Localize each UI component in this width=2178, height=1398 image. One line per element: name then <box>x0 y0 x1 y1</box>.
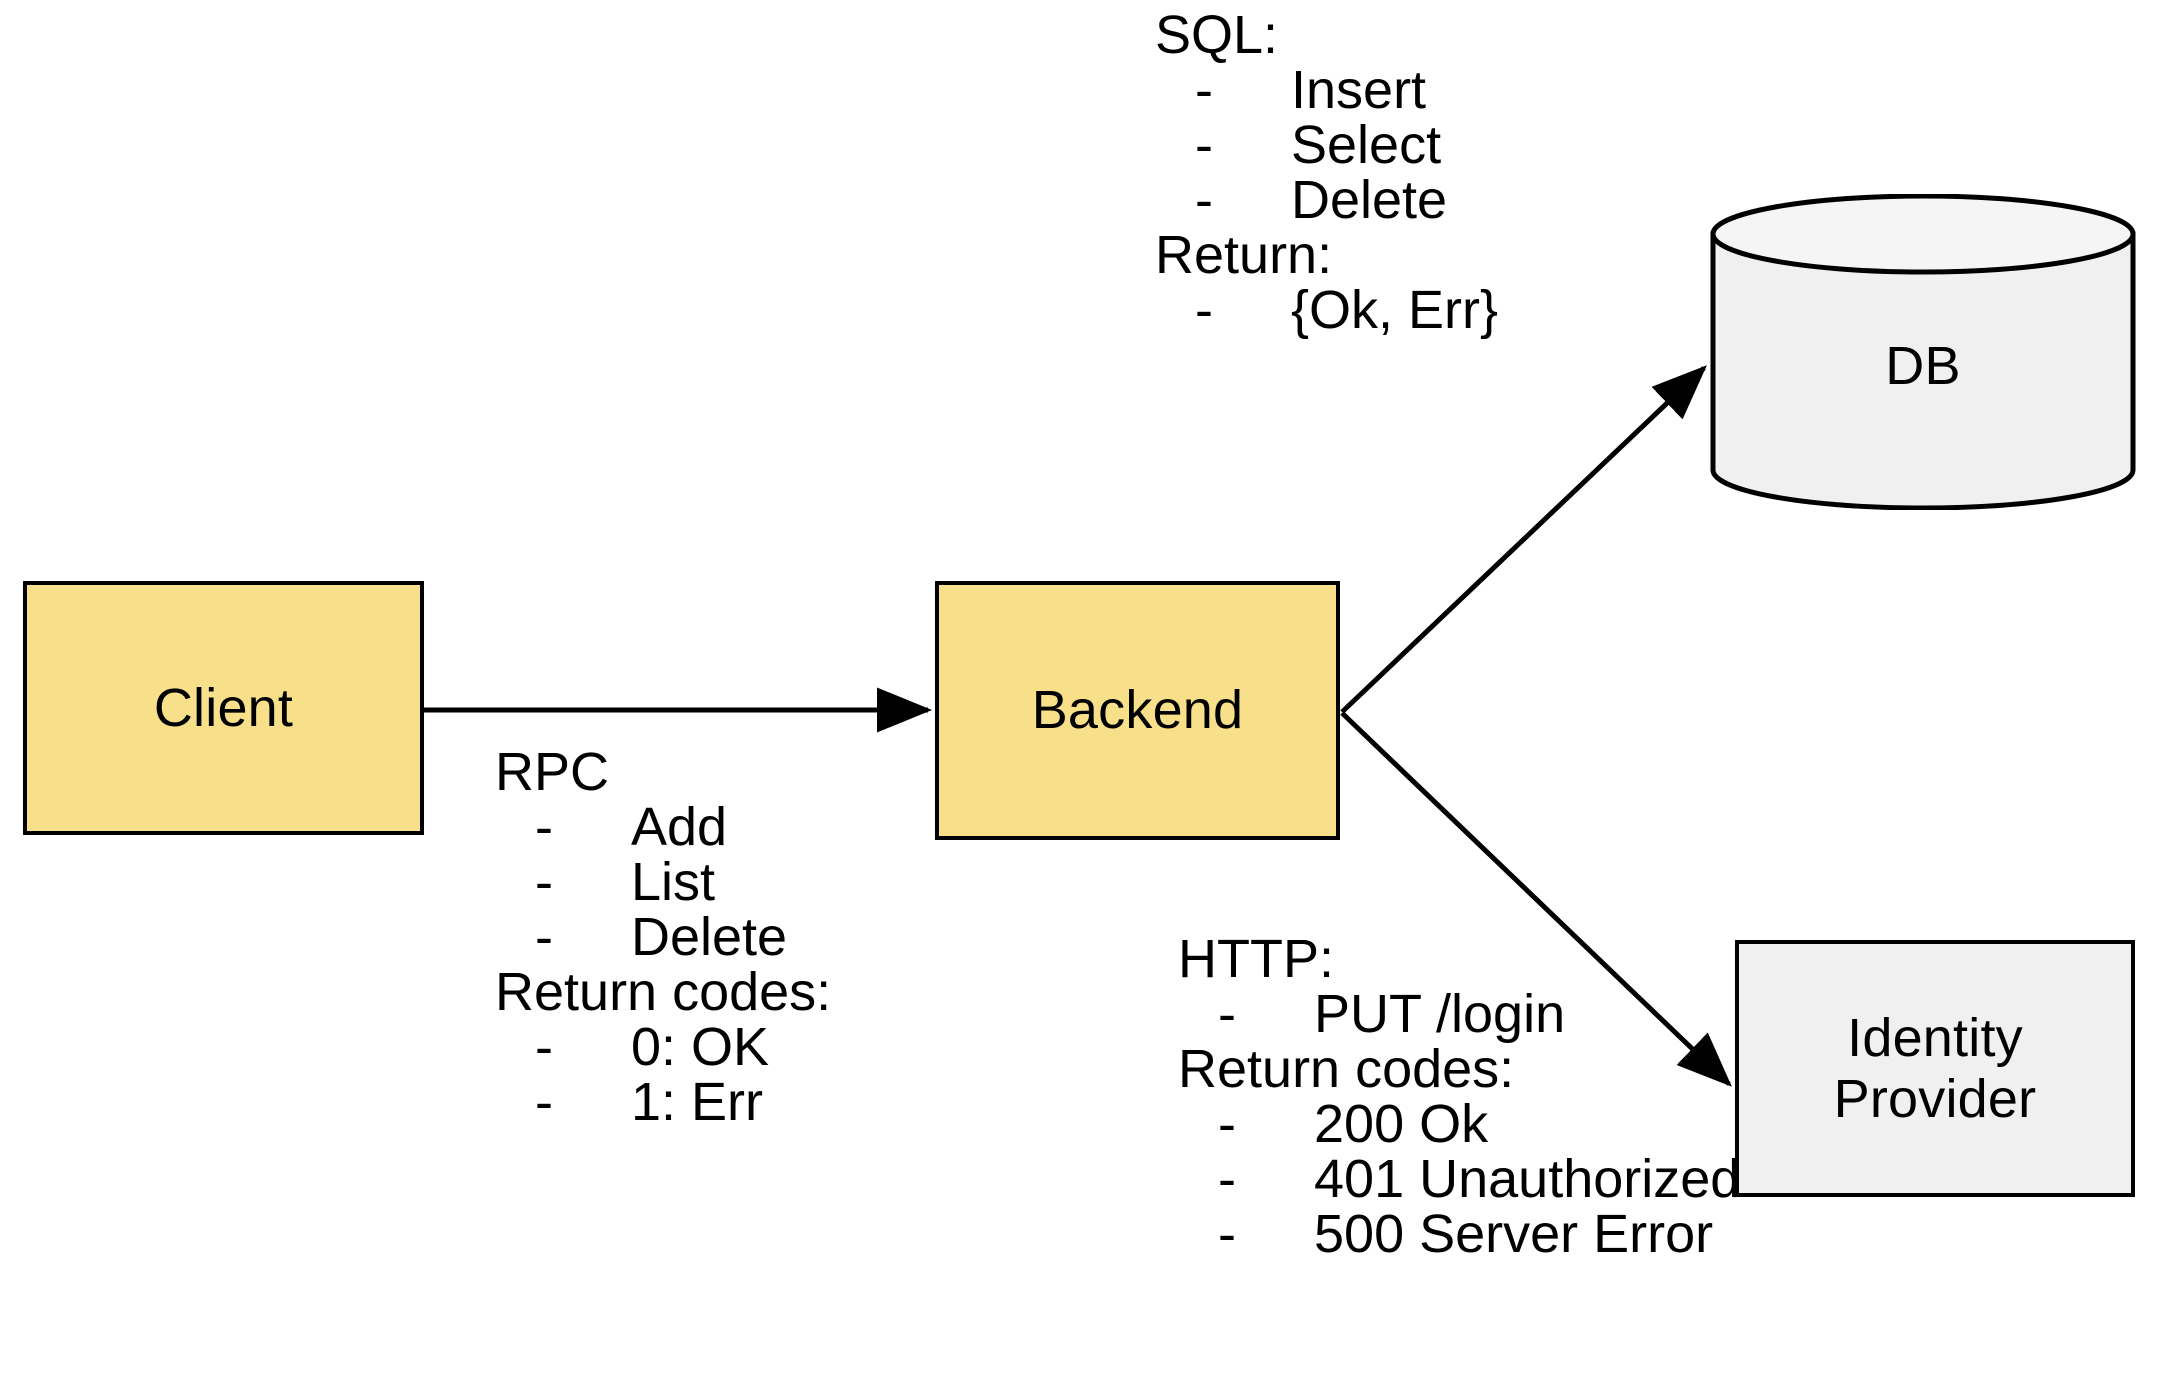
annotation-http-return-1: 401 Unauthorized <box>1314 1149 1741 1209</box>
bullet-dash: - <box>1195 280 1213 340</box>
bullet-dash: - <box>1218 1094 1236 1154</box>
annotation-sql-return-heading: Return: <box>1155 225 1333 285</box>
list-item: - List <box>495 855 831 910</box>
annotation-http: HTTP: - PUT /login Return codes: - 200 O… <box>1178 932 1740 1262</box>
annotation-rpc-operations: - Add - List - Delete <box>495 800 831 965</box>
annotation-sql-heading: SQL: <box>1155 5 1279 65</box>
bullet-dash: - <box>535 1017 553 1077</box>
annotation-rpc-heading: RPC <box>495 742 610 802</box>
list-item: - Delete <box>1155 173 1498 228</box>
list-item: - 200 Ok <box>1178 1097 1740 1152</box>
bullet-dash: - <box>535 907 553 967</box>
annotation-rpc-return-0: 0: OK <box>631 1017 770 1077</box>
annotation-http-returns: - 200 Ok - 401 Unauthorized - 500 Server… <box>1178 1097 1740 1262</box>
annotation-sql-item-2: Delete <box>1291 170 1448 230</box>
annotation-rpc-item-0: Add <box>631 797 728 857</box>
bullet-dash: - <box>535 852 553 912</box>
bullet-dash: - <box>1195 170 1213 230</box>
node-backend-label: Backend <box>1031 680 1244 741</box>
node-client-label: Client <box>153 677 294 738</box>
node-backend[interactable]: Backend <box>935 581 1340 840</box>
annotation-http-operations: - PUT /login <box>1178 987 1740 1042</box>
list-item: - 1: Err <box>495 1075 831 1130</box>
bullet-dash: - <box>535 797 553 857</box>
node-identity-provider-label: Identity Provider <box>1834 1008 2037 1129</box>
annotation-rpc-return-heading: Return codes: <box>495 962 832 1022</box>
annotation-http-return-2: 500 Server Error <box>1314 1204 1714 1264</box>
annotation-rpc: RPC - Add - List - Delete Return codes: … <box>495 745 831 1130</box>
annotation-sql-return-0: {Ok, Err} <box>1291 280 1499 340</box>
bullet-dash: - <box>1195 115 1213 175</box>
annotation-rpc-return-1: 1: Err <box>631 1072 764 1132</box>
bullet-dash: - <box>1218 1149 1236 1209</box>
annotation-http-return-heading: Return codes: <box>1178 1039 1515 1099</box>
annotation-rpc-item-2: Delete <box>631 907 788 967</box>
bullet-dash: - <box>1195 60 1213 120</box>
node-db-label: DB <box>1885 335 1961 396</box>
bullet-dash: - <box>535 1072 553 1132</box>
annotation-sql-item-1: Select <box>1291 115 1442 175</box>
list-item: - PUT /login <box>1178 987 1740 1042</box>
list-item: - Insert <box>1155 63 1498 118</box>
annotation-sql-returns: - {Ok, Err} <box>1155 283 1498 338</box>
annotation-http-heading: HTTP: <box>1178 929 1334 989</box>
annotation-http-item-0: PUT /login <box>1314 984 1566 1044</box>
node-db[interactable]: DB <box>1710 194 2136 510</box>
bullet-dash: - <box>1218 1204 1236 1264</box>
idp-label-line1: Identity <box>1847 1008 2023 1069</box>
annotation-rpc-returns: - 0: OK - 1: Err <box>495 1020 831 1130</box>
database-cylinder-icon <box>1710 194 2136 510</box>
edge-backend-to-db <box>1340 365 1707 714</box>
annotation-rpc-item-1: List <box>631 852 716 912</box>
annotation-sql: SQL: - Insert - Select - Delete Return: … <box>1155 8 1498 338</box>
list-item: - 500 Server Error <box>1178 1207 1740 1262</box>
list-item: - Add <box>495 800 831 855</box>
list-item: - {Ok, Err} <box>1155 283 1498 338</box>
annotation-sql-operations: - Insert - Select - Delete <box>1155 63 1498 228</box>
list-item: - 0: OK <box>495 1020 831 1075</box>
list-item: - Delete <box>495 910 831 965</box>
list-item: - Select <box>1155 118 1498 173</box>
annotation-http-return-0: 200 Ok <box>1314 1094 1489 1154</box>
node-client[interactable]: Client <box>23 581 424 835</box>
annotation-sql-item-0: Insert <box>1291 60 1427 120</box>
node-identity-provider[interactable]: Identity Provider <box>1735 940 2135 1197</box>
bullet-dash: - <box>1218 984 1236 1044</box>
list-item: - 401 Unauthorized <box>1178 1152 1740 1207</box>
idp-label-line2: Provider <box>1833 1068 2037 1129</box>
